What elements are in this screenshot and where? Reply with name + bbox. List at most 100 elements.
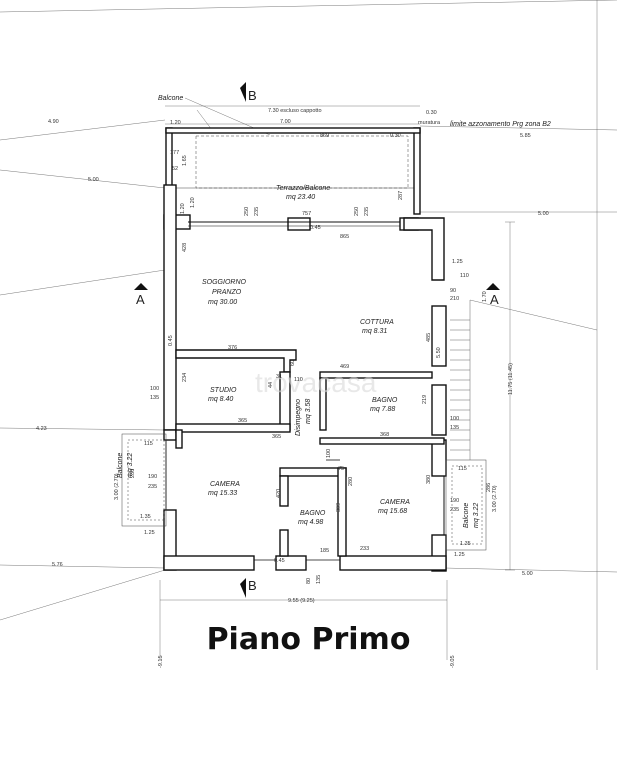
dim-label: 485 bbox=[426, 333, 432, 342]
balcone-left-area: mq 3.22 bbox=[127, 453, 134, 478]
section-b-bottom-arrow bbox=[240, 578, 246, 598]
dim-label: 60 bbox=[290, 360, 296, 366]
bagno2-area: mq 4.98 bbox=[298, 519, 323, 526]
dim-label: 0.45 bbox=[310, 225, 321, 231]
dim-label: 428 bbox=[182, 243, 188, 252]
section-b-bottom-label: B bbox=[248, 578, 257, 593]
dim-label: 185 bbox=[320, 548, 329, 554]
dim-label: 115 bbox=[458, 466, 467, 472]
dim-label: 1.35 bbox=[460, 541, 471, 547]
dim-label: 5.50 bbox=[436, 347, 442, 358]
dim-label: 5.76 bbox=[52, 562, 63, 568]
interior-walls bbox=[175, 349, 445, 557]
section-a-left-label: A bbox=[136, 292, 145, 307]
reference-lines bbox=[0, 0, 617, 670]
dim-label: 1.20 bbox=[170, 120, 181, 126]
balcone-top-label: Balcone bbox=[158, 95, 183, 102]
exterior-walls bbox=[163, 184, 447, 572]
page-title: Piano Primo bbox=[206, 622, 411, 657]
dim-label: 865 bbox=[340, 234, 349, 240]
soggiorno-name-2: PRANZO bbox=[212, 289, 242, 296]
dim-label: 210 bbox=[450, 296, 459, 302]
dim-label: -9.05 bbox=[450, 655, 456, 668]
terrace bbox=[165, 127, 421, 215]
cottura-name: COTTURA bbox=[360, 319, 394, 326]
soggiorno-area: mq 30.00 bbox=[208, 299, 237, 306]
dim-label: 1.20 bbox=[190, 197, 196, 208]
dim-label: 235 bbox=[364, 207, 370, 216]
studio-area: mq 8.40 bbox=[208, 396, 233, 403]
camera2-area: mq 15.68 bbox=[378, 508, 407, 515]
disimpegno-area: mq 3.58 bbox=[305, 399, 312, 424]
dim-label: 135 bbox=[450, 425, 459, 431]
dim-label: 0.30 bbox=[390, 133, 401, 139]
dim-label: 365 bbox=[272, 434, 281, 440]
dim-label: 7.00 bbox=[280, 119, 291, 125]
escluso-label: 7.30 escluso cappotto bbox=[268, 108, 322, 114]
camera1-area: mq 15.33 bbox=[208, 490, 237, 497]
section-markers: B B A A bbox=[134, 82, 500, 598]
right-balcone-height: 3.00 (2.70) bbox=[492, 485, 498, 512]
balcone-left-name: Balcone bbox=[117, 453, 124, 478]
dim-label: 280 bbox=[348, 477, 354, 486]
dim-label: 190 bbox=[450, 498, 459, 504]
limite-label: limite azzonamento Prg zona B2 bbox=[450, 121, 551, 128]
dim-label: 115 bbox=[144, 441, 153, 447]
dim-label: 235 bbox=[254, 207, 260, 216]
dim-label: 100 bbox=[450, 416, 459, 422]
dim-label: 757 bbox=[302, 211, 311, 217]
dim-label: 1.20 bbox=[180, 203, 186, 214]
dim-label: 52 bbox=[172, 166, 178, 172]
dim-label: 75 bbox=[338, 466, 344, 472]
dim-label: 234 bbox=[182, 373, 188, 382]
room-labels: Terrazzo/Balcone mq 23.40 SOGGIORNO PRAN… bbox=[117, 185, 480, 528]
section-a-right-arrow bbox=[486, 283, 500, 290]
dim-label: 469 bbox=[340, 364, 349, 370]
dim-label: 135 bbox=[316, 575, 322, 584]
camera2-name: CAMERA bbox=[380, 499, 410, 506]
studio-name: STUDIO bbox=[210, 387, 237, 394]
height-dimension: 11.75 (11.45) bbox=[508, 363, 514, 395]
bagno1-area: mq 7.88 bbox=[370, 406, 395, 413]
dim-label: 90 bbox=[450, 288, 456, 294]
dim-label: 110 bbox=[460, 273, 469, 279]
dim-label: 100 bbox=[326, 449, 332, 458]
balconies bbox=[121, 300, 487, 551]
dim-label: 1.25 bbox=[454, 552, 465, 558]
dim-label: 31 bbox=[276, 374, 282, 380]
dim-label: 1.65 bbox=[182, 155, 188, 166]
balcone-right-name: Balcone bbox=[463, 503, 470, 528]
dim-label: 4.23 bbox=[36, 426, 47, 432]
left-balcone-height: 3.00 (2.70) bbox=[114, 473, 120, 500]
muratura-label: muratura bbox=[418, 120, 441, 126]
dim-label: 5.85 bbox=[520, 133, 531, 139]
dim-label: 80 bbox=[306, 578, 312, 584]
bagno1-name: BAGNO bbox=[372, 397, 398, 404]
dim-label: 177 bbox=[170, 150, 179, 156]
dim-label: 286 bbox=[486, 483, 492, 492]
dim-label: 0.45 bbox=[274, 558, 285, 564]
dim-label: 4.90 bbox=[48, 119, 59, 125]
terrazzo-area: mq 23.40 bbox=[286, 194, 315, 201]
dim-label: 309 bbox=[336, 503, 342, 512]
camera1-name: CAMERA bbox=[210, 481, 240, 488]
dim-label: 5.00 bbox=[538, 211, 549, 217]
soggiorno-name: SOGGIORNO bbox=[202, 279, 247, 286]
section-a-left-arrow bbox=[134, 283, 148, 290]
dim-label: 5.00 bbox=[88, 177, 99, 183]
dim-label: 0.45 bbox=[168, 335, 174, 346]
bagno2-name: BAGNO bbox=[300, 510, 326, 517]
dim-label: 286 bbox=[130, 469, 136, 478]
dim-label: 5.00 bbox=[522, 571, 533, 577]
section-b-top-label: B bbox=[248, 88, 257, 103]
watermark: trovacasa bbox=[255, 367, 377, 398]
dim-label: -9.15 bbox=[158, 655, 164, 668]
dimension-labels: 4.90 1.20 7.00 0.30 0.30 5.85 5.00 5.00 … bbox=[36, 110, 549, 668]
disimpegno-name: Disimpegno bbox=[295, 399, 302, 436]
overall-dimension: 9.55 (9.25) bbox=[288, 598, 315, 604]
plan-labels: Balcone limite azzonamento Prg zona B2 7… bbox=[114, 95, 551, 604]
dim-label: 250 bbox=[354, 207, 360, 216]
dim-label: 110 bbox=[294, 377, 303, 383]
dim-label: 0.30 bbox=[426, 110, 437, 116]
